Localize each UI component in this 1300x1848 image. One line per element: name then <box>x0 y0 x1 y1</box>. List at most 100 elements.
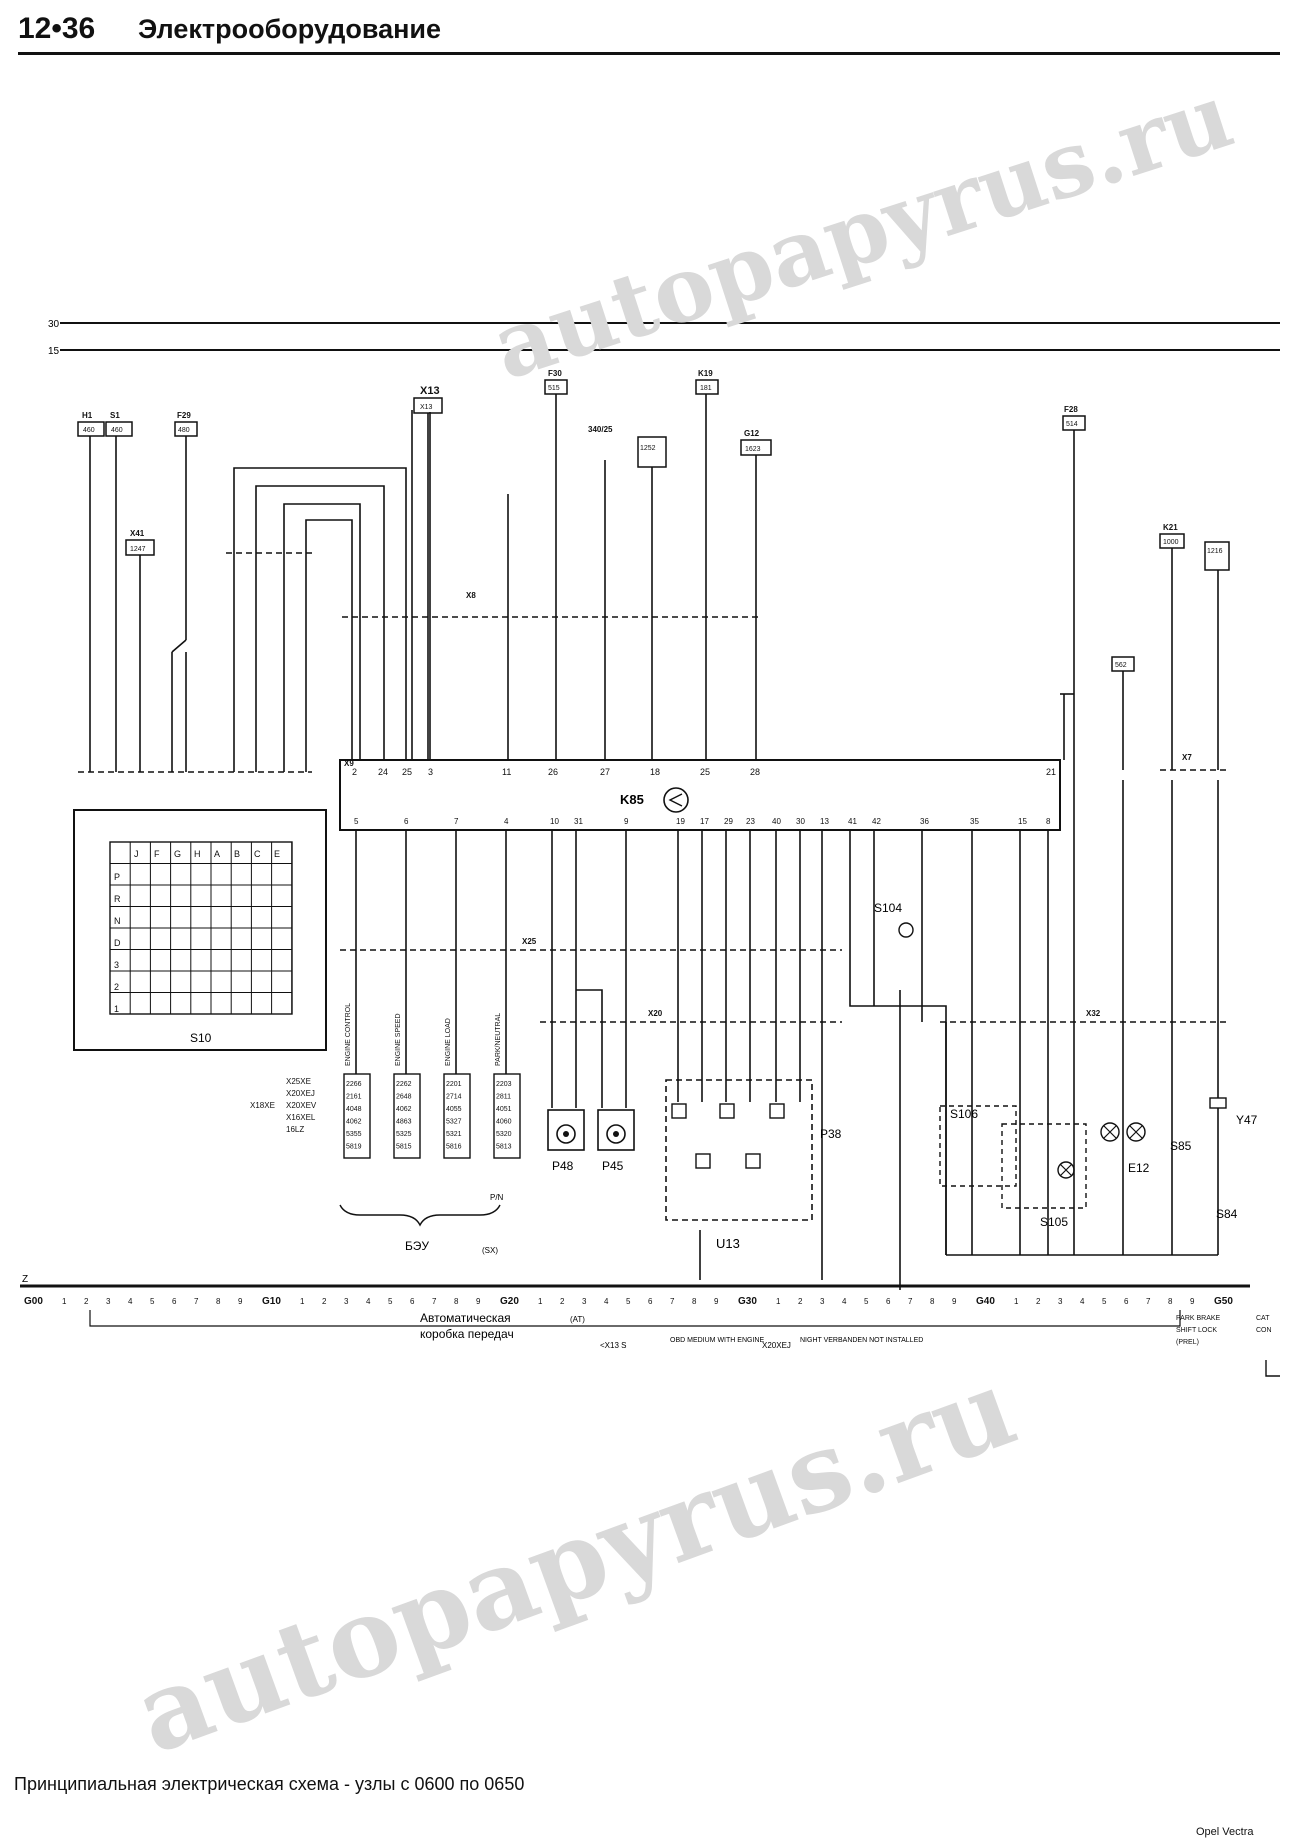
unit-u13-box <box>665 1079 813 1221</box>
ground-tick: 5 <box>626 1297 631 1306</box>
ecu-bottom-pin: 31 <box>574 817 583 826</box>
ref-c11-value: 1252 <box>640 445 656 452</box>
ecu-top-pin: 25 <box>700 767 710 777</box>
s10-row-head: R <box>114 894 121 904</box>
x13-note-mid: OBD MEDIUM WITH ENGINE <box>670 1337 764 1344</box>
fuse-h1-value: 460 <box>83 427 95 434</box>
fuse-x41-value: 1247 <box>130 546 146 553</box>
s10-col-head: G <box>174 849 181 859</box>
connector-x8-label: X8 <box>466 591 476 600</box>
ecu-bottom-pin: 6 <box>404 817 409 826</box>
switch-s10-box <box>73 809 327 1051</box>
connector-x25-label: X25 <box>522 937 537 946</box>
engine-code: X16XEL <box>286 1113 316 1122</box>
control-label: PARK/NEUTRAL <box>495 1013 502 1066</box>
s10-row-head: P <box>114 872 120 882</box>
ground-tick: 9 <box>1190 1297 1195 1306</box>
ground-tick: 2 <box>1036 1297 1041 1306</box>
ground-tick: 5 <box>150 1297 155 1306</box>
ground-tick: 2 <box>322 1297 327 1306</box>
ecu-top-pin: 25 <box>402 767 412 777</box>
auto-trans-note: (AT) <box>570 1315 585 1324</box>
connector-x20-label: X20 <box>648 1009 663 1018</box>
control-code: 2262 <box>396 1081 412 1088</box>
s10-row-head: D <box>114 938 121 948</box>
control-code: 2811 <box>496 1094 511 1101</box>
ground-tick: 1 <box>300 1297 305 1306</box>
fuse-x41-ref: X41 <box>130 529 145 538</box>
ecu-top-pin: 28 <box>750 767 760 777</box>
s10-col-head: A <box>214 849 220 859</box>
control-code: 5813 <box>496 1144 512 1151</box>
x13-note-engine: X20XEJ <box>762 1341 791 1350</box>
control-label: ENGINE SPEED <box>395 1013 402 1066</box>
ref-x13-ref: X13 <box>420 385 440 397</box>
ground-tick: 6 <box>172 1297 177 1306</box>
s10-col-head: F <box>154 849 160 859</box>
ground-tick: 4 <box>842 1297 847 1306</box>
ecu-bottom-pin: 40 <box>772 817 781 826</box>
fuse-s1-ref: S1 <box>110 411 120 420</box>
control-code: 4062 <box>396 1106 412 1113</box>
fuse-f30-ref: F30 <box>548 369 562 378</box>
connector-x32-label: X32 <box>1086 1009 1101 1018</box>
s10-col-head: C <box>254 849 261 859</box>
s10-col-head: H <box>194 849 201 859</box>
switch-s106-label: S106 <box>950 1107 978 1121</box>
control-code: 2648 <box>396 1094 412 1101</box>
ground-tick: 7 <box>432 1297 437 1306</box>
sensor-p45-label: P45 <box>602 1159 624 1173</box>
fuse-f29-value: 480 <box>178 427 190 434</box>
ref-x2-value: 562 <box>1115 662 1127 669</box>
ground-tick: 5 <box>388 1297 393 1306</box>
s10-col-head: J <box>134 849 139 859</box>
ground-tick: 8 <box>454 1297 459 1306</box>
ecu-bottom-pin: 35 <box>970 817 979 826</box>
ground-tick: 6 <box>886 1297 891 1306</box>
control-code: 4062 <box>346 1119 362 1126</box>
ground-tick: 1 <box>776 1297 781 1306</box>
ground-tick: 8 <box>930 1297 935 1306</box>
ground-tick: 2 <box>560 1297 565 1306</box>
ground-tick: 7 <box>908 1297 913 1306</box>
ecu-bottom-pin: 7 <box>454 817 459 826</box>
ground-tick: 9 <box>238 1297 243 1306</box>
ecu-top-pin: 24 <box>378 767 388 777</box>
ecu-bottom-pin: 41 <box>848 817 857 826</box>
engine-code: X20XEV <box>286 1101 317 1110</box>
control-code: 5321 <box>446 1131 462 1138</box>
engine-code: X18XE <box>250 1101 275 1110</box>
fuse-f29-ref: F29 <box>177 411 191 420</box>
ecu-bottom-pin: 9 <box>624 817 629 826</box>
ref-k21-value: 1000 <box>1163 539 1179 546</box>
control-code: 4060 <box>496 1119 512 1126</box>
ecu-bottom-pin: 30 <box>796 817 805 826</box>
ground-tick: 4 <box>1080 1297 1085 1306</box>
ref-k21-ref: K21 <box>1163 523 1178 532</box>
brace-right-label: P/N <box>490 1193 504 1202</box>
right-note: (PREL) <box>1176 1339 1199 1346</box>
ground-tick: 5 <box>864 1297 869 1306</box>
ground-tick: 8 <box>1168 1297 1173 1306</box>
brace-sub-label: (SX) <box>482 1246 498 1255</box>
ground-tick: 6 <box>1124 1297 1129 1306</box>
control-code: 4051 <box>496 1106 512 1113</box>
figure-caption: Принципиальная электрическая схема - узл… <box>14 1774 525 1794</box>
ground-tick: 1 <box>62 1297 67 1306</box>
ground-group-label: G10 <box>262 1296 281 1307</box>
sensor-p48-label: P48 <box>552 1159 574 1173</box>
connector-x9-label: X9 <box>344 759 354 768</box>
switch-s105-label: S105 <box>1040 1215 1068 1229</box>
ecu-bottom-pin: 10 <box>550 817 559 826</box>
ref-x13-value: X13 <box>420 404 433 411</box>
engine-code: 16LZ <box>286 1125 304 1134</box>
page-header: 12•36 Электрооборудование <box>18 4 1280 55</box>
engine-code: X20XEJ <box>286 1089 315 1098</box>
ground-tick: 8 <box>692 1297 697 1306</box>
ground-tick: 4 <box>128 1297 133 1306</box>
ground-tick: 6 <box>410 1297 415 1306</box>
ecu-k85-label: K85 <box>620 792 644 807</box>
ground-bus-label: Z <box>22 1274 28 1285</box>
x13-note-left: <X13 S <box>600 1341 626 1350</box>
